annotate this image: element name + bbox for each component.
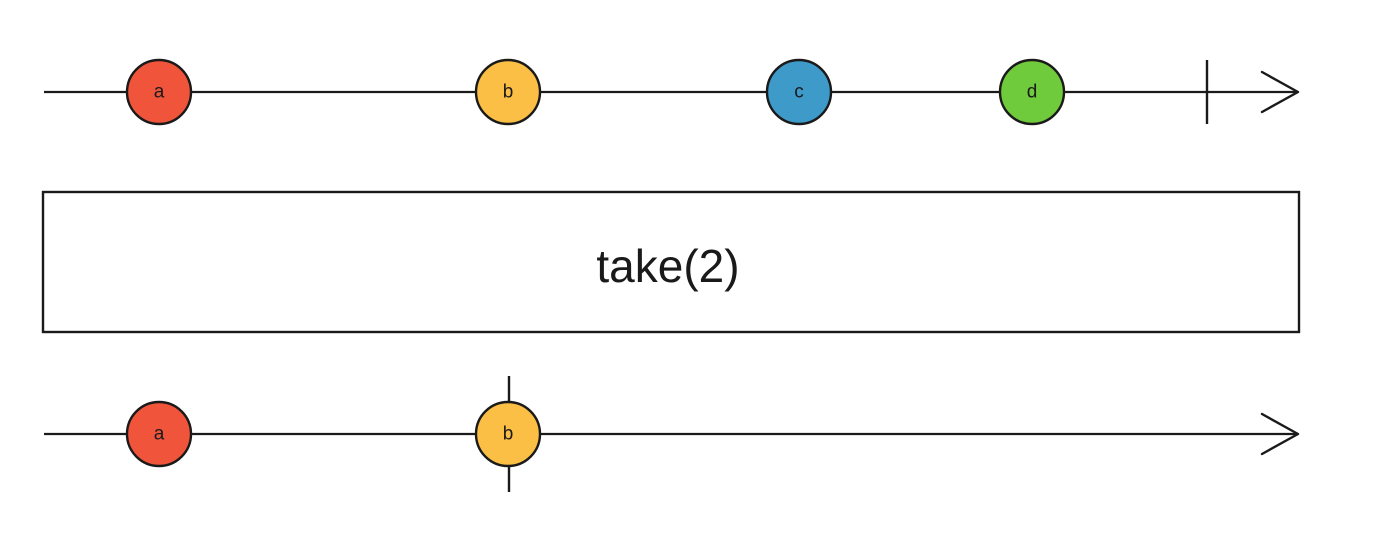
input-timeline-arrowhead: [1260, 70, 1300, 114]
marble-label: d: [1027, 82, 1038, 103]
marble-label: b: [503, 424, 514, 445]
input-timeline: a b c d: [44, 58, 1300, 126]
marble-a: a: [125, 400, 193, 468]
marble-circle: [474, 400, 542, 468]
operator-box: [41, 190, 1301, 334]
marble-circle: [474, 58, 542, 126]
marble-circle: [765, 58, 833, 126]
marble-b: b: [474, 58, 542, 126]
marble-c: c: [765, 58, 833, 126]
marble-label: b: [503, 82, 514, 103]
marble-label: a: [154, 424, 165, 445]
output-timeline-arrowhead: [1260, 412, 1300, 456]
operator: take(2): [41, 190, 1301, 334]
marble-circle: [125, 400, 193, 468]
input-marbles: a b c d: [125, 58, 1066, 126]
marble-circle: [125, 58, 193, 126]
marble-label: a: [154, 82, 165, 103]
marble-a: a: [125, 58, 193, 126]
operator-label: take(2): [596, 240, 739, 292]
marble-label: c: [794, 82, 804, 103]
marble-d: d: [998, 58, 1066, 126]
marble-circle: [998, 58, 1066, 126]
marble-b: b: [474, 400, 542, 468]
